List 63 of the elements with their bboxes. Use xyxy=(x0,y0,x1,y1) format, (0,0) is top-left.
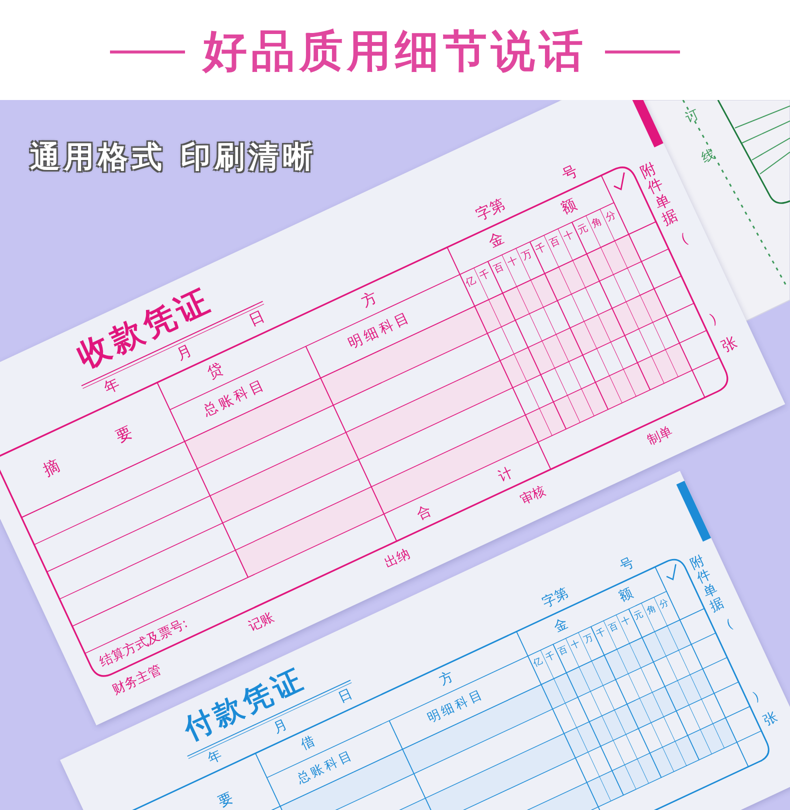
column-header: 要 xyxy=(216,790,236,810)
signature-label: 出纳 xyxy=(382,548,412,570)
tagline: 通用格式 印刷清晰 xyxy=(30,143,316,173)
digit-unit-label: 十 xyxy=(570,640,582,652)
digit-unit-label: 角 xyxy=(646,604,658,616)
digit-unit-label: 亿 xyxy=(464,276,478,290)
attachment-label: 附件单据 xyxy=(638,160,681,229)
digit-unit-label: 十 xyxy=(506,256,520,270)
column-header: 方 xyxy=(360,290,380,310)
column-header: 明细科目 xyxy=(346,310,414,352)
number-label: 字第 xyxy=(474,196,508,224)
date-label: 日 xyxy=(336,686,354,705)
column-header: 额 xyxy=(617,586,635,604)
date-label: 日 xyxy=(247,308,268,329)
attachment-label: （ xyxy=(718,616,736,634)
digit-unit-label: 百 xyxy=(608,622,620,634)
date-label: 月 xyxy=(271,717,290,736)
digit-unit-label: 十 xyxy=(562,230,576,244)
number-label: 号 xyxy=(560,163,580,183)
digit-unit-label: 万 xyxy=(520,250,534,263)
attachment-label: ） xyxy=(750,686,768,704)
attachment-label: 张 xyxy=(719,334,740,355)
digit-unit-label: 分 xyxy=(604,210,618,224)
page-title: 好品质用细节说话 xyxy=(201,30,588,74)
date-label: 年 xyxy=(206,748,224,766)
digit-unit-label: 千 xyxy=(595,628,608,640)
date-label: 月 xyxy=(174,342,195,363)
attachment-label: 张 xyxy=(761,710,780,728)
column-header: 摘 xyxy=(40,458,62,479)
digit-unit-label: 角 xyxy=(590,216,604,230)
signature-label: 记账 xyxy=(246,611,276,634)
column-header: 金 xyxy=(486,230,506,250)
date-label: 年 xyxy=(102,376,122,396)
attachment-label: 附件单据 xyxy=(688,552,726,615)
column-header: 额 xyxy=(558,196,579,216)
digit-unit-label: 元 xyxy=(633,610,645,622)
column-header: 方 xyxy=(438,670,456,688)
digit-unit-label: 亿 xyxy=(532,657,544,670)
digit-unit-label: 千 xyxy=(544,651,557,664)
column-header: 明细科目 xyxy=(426,688,486,726)
number-label: 字第 xyxy=(540,586,571,610)
digit-unit-label: 百 xyxy=(492,262,506,276)
digit-unit-label: 万 xyxy=(582,634,595,646)
digit-unit-label: 分 xyxy=(658,598,670,610)
column-header: 金 xyxy=(552,616,570,634)
digit-unit-label: 千 xyxy=(534,243,548,256)
total-label: 计 xyxy=(496,466,516,484)
digit-unit-label: 千 xyxy=(478,269,492,282)
attachment-label: （ xyxy=(670,230,691,250)
column-header: 要 xyxy=(113,424,135,446)
signature-label: 财务主管 xyxy=(110,664,164,698)
digit-unit-label: 百 xyxy=(557,645,570,658)
binding-label: 线 xyxy=(700,148,718,166)
signature-label: 制单 xyxy=(646,425,675,448)
total-label: 合 xyxy=(414,504,434,522)
digit-unit-label: 元 xyxy=(576,224,590,237)
signature-label: 审核 xyxy=(518,484,548,508)
number-label: 号 xyxy=(618,556,636,574)
binding-label: 订 xyxy=(684,108,702,126)
digit-unit-label: 十 xyxy=(620,616,632,628)
digit-unit-label: 百 xyxy=(548,236,562,250)
column-header: 贷 xyxy=(205,361,226,382)
attachment-label: ） xyxy=(706,308,727,328)
